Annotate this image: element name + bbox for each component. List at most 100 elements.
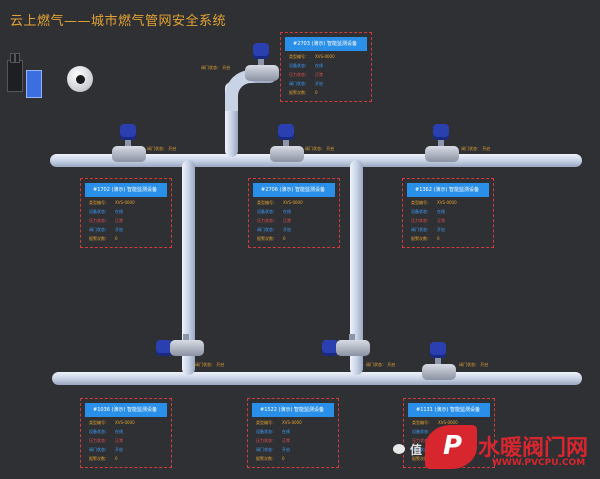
camera-icon[interactable] (67, 66, 93, 92)
panel-row-key: 阀门状态： (89, 447, 109, 452)
panel-row-key: 阀门状态： (89, 227, 109, 232)
panel-row-key: 类型编号： (89, 200, 109, 205)
panel-row-key: 类型编号： (412, 420, 432, 425)
panel-row: 报警次数： 0 (89, 456, 167, 462)
panel-row: 阀门状态： 开启 (289, 81, 367, 87)
panel-row: 阀门状态： 开启 (89, 447, 167, 453)
panel-row: 报警次数：0 (289, 90, 367, 96)
valve-1362[interactable] (425, 124, 459, 164)
panel-row-value: 在线 (437, 209, 445, 214)
panel-row-key: 阀门状态： (289, 81, 309, 86)
panel-row-value: 正常 (283, 218, 291, 223)
panel-row: 报警次数： 0 (256, 456, 334, 462)
panel-row-key: 设备状态： (256, 429, 276, 434)
panel-row-key: 报警次数： (411, 236, 431, 241)
panel-row-key: 类型编号： (289, 54, 309, 59)
panel-row-value: 0 (437, 236, 440, 241)
panel-row-value: 开启 (282, 447, 290, 452)
valve-status-label: 阀门状态： 开启 (366, 362, 396, 367)
panel-row: 压力状态： 正常 (411, 218, 489, 224)
panel-row-key: 压力状态： (256, 438, 276, 443)
panel-row-value: 开启 (115, 447, 123, 452)
panel-row-key: 类型编号： (411, 200, 431, 205)
panel-row-value: 0 (115, 236, 118, 241)
valve-status-label: 阀门状态： 开启 (195, 362, 225, 367)
panel-row: 类型编号： XVS-0000 (257, 200, 335, 206)
valve-1131[interactable] (422, 342, 456, 382)
panel-row-key: 报警次数： (257, 236, 277, 241)
panel-row: 设备状态：在线 (257, 209, 335, 215)
panel-row-value: XVS-0000 (283, 200, 303, 205)
panel-row-key: 设备状态： (412, 429, 432, 434)
device-panel-1362[interactable]: #1362 (演示) 智能监测设备类型编号：XVS-0000 设备状态：在线压力状… (402, 178, 494, 248)
panel-row: 类型编号：XVS-0000 (411, 200, 489, 206)
panel-row-key: 设备状态： (257, 209, 277, 214)
panel-row-value: 在线 (115, 429, 123, 434)
panel-header: #1522 (演示) 智能监测设备 (252, 403, 334, 417)
panel-row-value: 在线 (282, 429, 290, 434)
panel-row-value: 0 (282, 456, 285, 461)
panel-row-key: 压力状态： (89, 218, 109, 223)
panel-row-key: 压力状态： (89, 438, 109, 443)
panel-row: 设备状态： 在线 (89, 209, 167, 215)
panel-row-value: 正常 (115, 438, 123, 443)
valve-2706[interactable] (270, 124, 304, 164)
panel-row: 压力状态： 正常 (257, 218, 335, 224)
panel-header: #1362 (演示) 智能监测设备 (407, 183, 489, 197)
device-module-icon (26, 70, 42, 98)
panel-row: 设备状态：在线 (289, 63, 367, 69)
watermark-logo-icon: P (425, 425, 477, 469)
panel-row-key: 设备状态： (89, 209, 109, 214)
panel-row-key: 报警次数： (89, 456, 109, 461)
panel-row-value: 在线 (115, 209, 123, 214)
panel-row-key: 压力状态： (411, 218, 431, 223)
panel-row: 类型编号：XVS-0000 (256, 420, 334, 426)
panel-row: 阀门状态：开启 (411, 227, 489, 233)
panel-row-value: 开启 (315, 81, 323, 86)
panel-row-key: 阀门状态： (412, 447, 432, 452)
panel-header: #2706 (演示) 智能监测设备 (253, 183, 335, 197)
valve-status-label: 阀门状态： 开启 (459, 362, 489, 367)
valve-status-label: 阀门状态： 开启 (461, 146, 491, 151)
panel-row-key: 报警次数： (256, 456, 276, 461)
panel-row: 阀门状态： 开启 (89, 227, 167, 233)
panel-row-value: 开启 (115, 227, 123, 232)
panel-header: #2703 (演示) 智能监测设备 (285, 37, 367, 51)
panel-row-value: 开启 (283, 227, 291, 232)
panel-row-key: 类型编号： (256, 420, 276, 425)
panel-row: 阀门状态：开启 (257, 227, 335, 233)
valve-1522[interactable] (322, 318, 370, 358)
panel-row-value: 正常 (437, 218, 445, 223)
panel-row: 压力状态： 正常 (89, 438, 167, 444)
panel-row: 设备状态： 在线 (256, 429, 334, 435)
panel-row: 报警次数： 0 (89, 236, 167, 242)
panel-row: 类型编号：XVS-0000 (89, 420, 167, 426)
wechat-icon (393, 444, 405, 454)
panel-row-value: 0 (283, 236, 286, 241)
panel-header: #1131 (演示) 智能监测设备 (408, 403, 490, 417)
panel-header: #1036 (演示) 智能监测设备 (85, 403, 167, 417)
panel-row-key: 压力状态： (257, 218, 277, 223)
panel-row-key: 类型编号： (89, 420, 109, 425)
panel-row-key: 报警次数： (89, 236, 109, 241)
device-panel-1036[interactable]: #1036 (演示) 智能监测设备类型编号：XVS-0000 设备状态：在线压力状… (80, 398, 172, 468)
valve-1036[interactable] (156, 318, 204, 358)
panel-row-key: 设备状态： (289, 63, 309, 68)
valve-2703[interactable] (245, 43, 279, 83)
panel-row: 压力状态： 正常 (89, 218, 167, 224)
panel-row-value: 开启 (437, 227, 445, 232)
valve-1702[interactable] (112, 124, 146, 164)
panel-row-value: 正常 (115, 218, 123, 223)
panel-row-key: 压力状态： (289, 72, 309, 77)
device-panel-2706[interactable]: #2706 (演示) 智能监测设备类型编号： XVS-0000 设备状态：在线压力状… (248, 178, 340, 248)
panel-row-key: 类型编号： (257, 200, 277, 205)
device-panel-1522[interactable]: #1522 (演示) 智能监测设备类型编号：XVS-0000 设备状态： 在线压力状… (247, 398, 339, 468)
panel-row: 设备状态：在线 (89, 429, 167, 435)
panel-row: 报警次数： 0 (411, 236, 489, 242)
panel-row: 设备状态：在线 (411, 209, 489, 215)
panel-row-key: 阀门状态： (256, 447, 276, 452)
panel-row-value: 0 (115, 456, 118, 461)
panel-row-value: 正常 (282, 438, 290, 443)
